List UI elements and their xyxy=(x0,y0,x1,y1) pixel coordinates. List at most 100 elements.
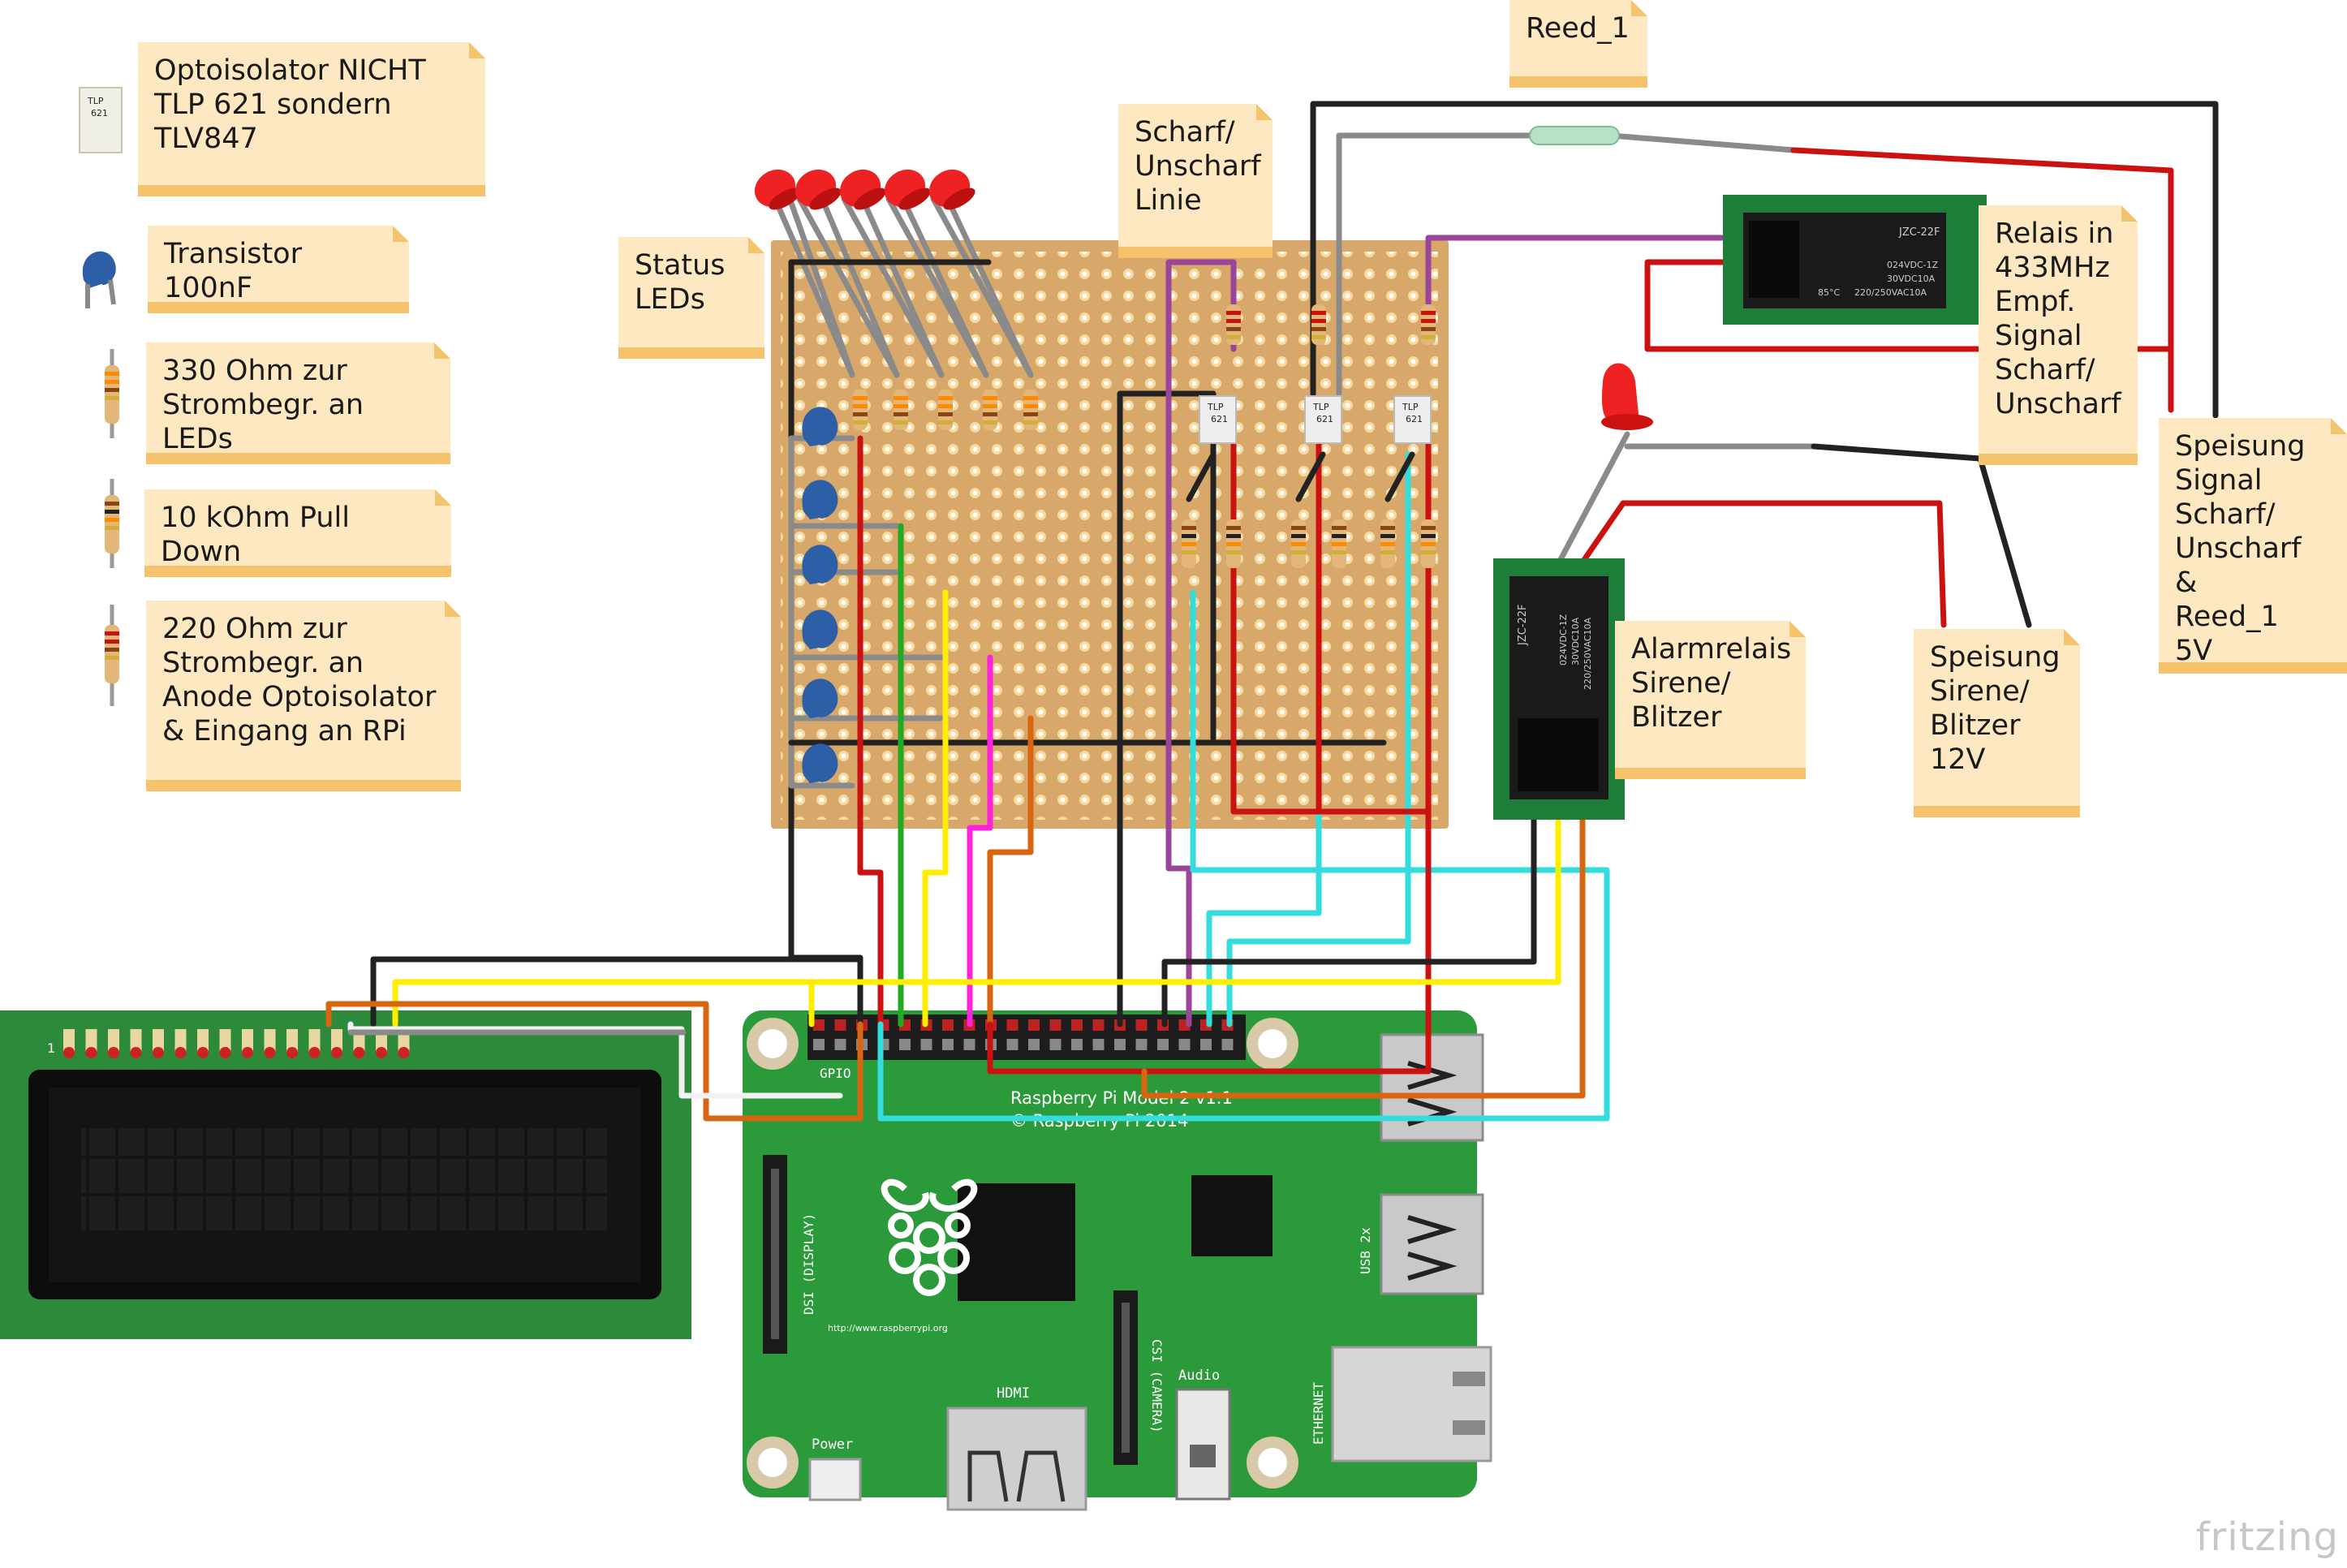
lcd-pin xyxy=(197,1029,209,1052)
resistor xyxy=(1421,519,1436,568)
lcd-pin xyxy=(85,1029,97,1052)
lcd-pin-pad xyxy=(308,1047,321,1058)
note-r10k-text: 10 kOhm Pull Down xyxy=(161,502,351,568)
led xyxy=(884,169,931,210)
reed-switch xyxy=(1529,126,1620,145)
note-reed-text: Reed_1 xyxy=(1526,12,1630,45)
led xyxy=(928,169,975,210)
note-transistor-text: Transistor 100nF xyxy=(164,238,302,304)
capacitor xyxy=(802,743,838,783)
svg-text:JZC-22F: JZC-22F xyxy=(1517,604,1529,646)
resistor xyxy=(1380,519,1395,568)
gpio-pin xyxy=(1028,1019,1040,1031)
led xyxy=(754,169,801,210)
note-r10k: 10 kOhm Pull Down xyxy=(144,489,451,577)
legend-capacitor xyxy=(82,251,116,308)
capacitor xyxy=(802,545,838,584)
note-speisung-signal: Speisung Signal Scharf/ Unscharf & Reed_… xyxy=(2159,418,2347,674)
note-optoisolator: Optoisolator NICHT TLP 621 sondern TLV84… xyxy=(138,42,485,196)
alarm-relay: JZC-22F 024VDC-1Z 30VDC10A 220/250VAC10A xyxy=(1493,558,1625,820)
gpio-pin xyxy=(1092,1019,1105,1031)
note-alarmrelais: Alarmrelais Sirene/ Blitzer xyxy=(1615,621,1806,779)
note-speisung-sirene: Speisung Sirene/ Blitzer 12V xyxy=(1914,629,2080,817)
resistor xyxy=(105,365,119,424)
gpio-pin xyxy=(834,1039,846,1050)
note-speisung-signal-text: Speisung Signal Scharf/ Unscharf & Reed_… xyxy=(2175,430,2306,667)
gpio-label: GPIO xyxy=(820,1066,851,1081)
svg-text:220/250VAC10A: 220/250VAC10A xyxy=(1583,617,1593,690)
lcd-pin-pad xyxy=(398,1047,410,1058)
usb-port-2 xyxy=(1380,1193,1484,1295)
lcd-pin xyxy=(130,1029,142,1052)
capacitor xyxy=(802,480,838,519)
lcd-pin-pad xyxy=(219,1047,231,1058)
lcd-pin xyxy=(242,1029,253,1052)
note-scharf-linie: Scharf/ Unscharf Linie xyxy=(1118,104,1273,258)
optocouplers: TLP 621 TLP 621 TLP 621 xyxy=(1199,395,1432,444)
gpio-pin xyxy=(1114,1039,1126,1050)
note-r330-text: 330 Ohm zur Strombegr. an LEDs xyxy=(162,355,364,455)
lcd-pin-pad xyxy=(174,1047,187,1058)
gpio-pin xyxy=(1071,1019,1083,1031)
svg-text:621: 621 xyxy=(1316,414,1333,424)
svg-text:85°C: 85°C xyxy=(1818,287,1840,298)
resistor xyxy=(983,390,997,430)
capacitor xyxy=(802,678,838,718)
resistor xyxy=(1332,519,1346,568)
gpio-pin xyxy=(1049,1019,1062,1031)
svg-text:30VDC10A: 30VDC10A xyxy=(1887,274,1936,284)
note-scharf-linie-text: Scharf/ Unscharf Linie xyxy=(1135,116,1261,217)
resistor xyxy=(894,390,908,430)
lcd-pin-pad xyxy=(264,1047,276,1058)
note-optoisolator-text: Optoisolator NICHT TLP 621 sondern TLV84… xyxy=(154,54,426,155)
note-r220: 220 Ohm zur Strombegr. an Anode Optoisol… xyxy=(146,601,461,791)
note-status-leds-text: Status LEDs xyxy=(635,249,726,316)
usb-port-1 xyxy=(1380,1033,1484,1142)
hdmi-label: HDMI xyxy=(997,1385,1030,1402)
lcd-pin xyxy=(308,1029,321,1052)
legend-optoisolator: TLP 621 xyxy=(79,87,123,153)
capacitor xyxy=(802,610,838,649)
gpio-pin xyxy=(813,1019,825,1031)
note-status-leds: Status LEDs xyxy=(618,237,764,359)
lcd-pin-pad xyxy=(242,1047,253,1058)
note-relais-433-text: Relais in 433MHz Empf. Signal Scharf/ Un… xyxy=(1995,218,2121,420)
gpio-pin xyxy=(1049,1039,1062,1050)
resistor xyxy=(1023,390,1038,430)
gpio-pin xyxy=(834,1019,846,1031)
resistor xyxy=(853,390,868,430)
usb-label: USB 2x xyxy=(1358,1227,1373,1274)
svg-text:024VDC-1Z: 024VDC-1Z xyxy=(1887,260,1939,270)
note-reed: Reed_1 xyxy=(1509,0,1647,88)
svg-text:TLP: TLP xyxy=(1207,402,1224,412)
gpio-pin xyxy=(1071,1039,1083,1050)
gpio-pin xyxy=(1135,1039,1148,1050)
svg-text:JZC-22F: JZC-22F xyxy=(1898,226,1940,239)
lcd-pin-pad xyxy=(286,1047,298,1058)
note-relais-433: Relais in 433MHz Empf. Signal Scharf/ Un… xyxy=(1979,205,2138,465)
gpio-pin xyxy=(963,1039,975,1050)
fritzing-watermark: fritzing xyxy=(2195,1514,2339,1560)
capacitors xyxy=(802,407,838,783)
lcd-pin1-label: 1 xyxy=(47,1040,55,1056)
gpio-pin xyxy=(1157,1039,1169,1050)
resistor xyxy=(1311,304,1326,345)
audio-jack xyxy=(1175,1388,1231,1501)
resistor xyxy=(938,390,953,430)
power-port xyxy=(808,1458,862,1501)
led xyxy=(795,169,842,210)
gpio-pin xyxy=(942,1019,954,1031)
gpio-pin xyxy=(1221,1039,1234,1050)
csi-label: CSI (CAMERA) xyxy=(1149,1339,1165,1433)
note-transistor: Transistor 100nF xyxy=(148,226,409,313)
alarm-led xyxy=(1601,363,1653,430)
status-leds xyxy=(754,169,975,210)
resistor xyxy=(1226,304,1241,345)
note-speisung-sirene-text: Speisung Sirene/ Blitzer 12V xyxy=(1930,641,2061,776)
gpio-pin xyxy=(1028,1039,1040,1050)
note-alarmrelais-text: Alarmrelais Sirene/ Blitzer xyxy=(1631,633,1792,734)
lcd-module: 1 xyxy=(0,1010,691,1339)
resistor xyxy=(1226,519,1241,568)
resistor xyxy=(105,495,119,554)
